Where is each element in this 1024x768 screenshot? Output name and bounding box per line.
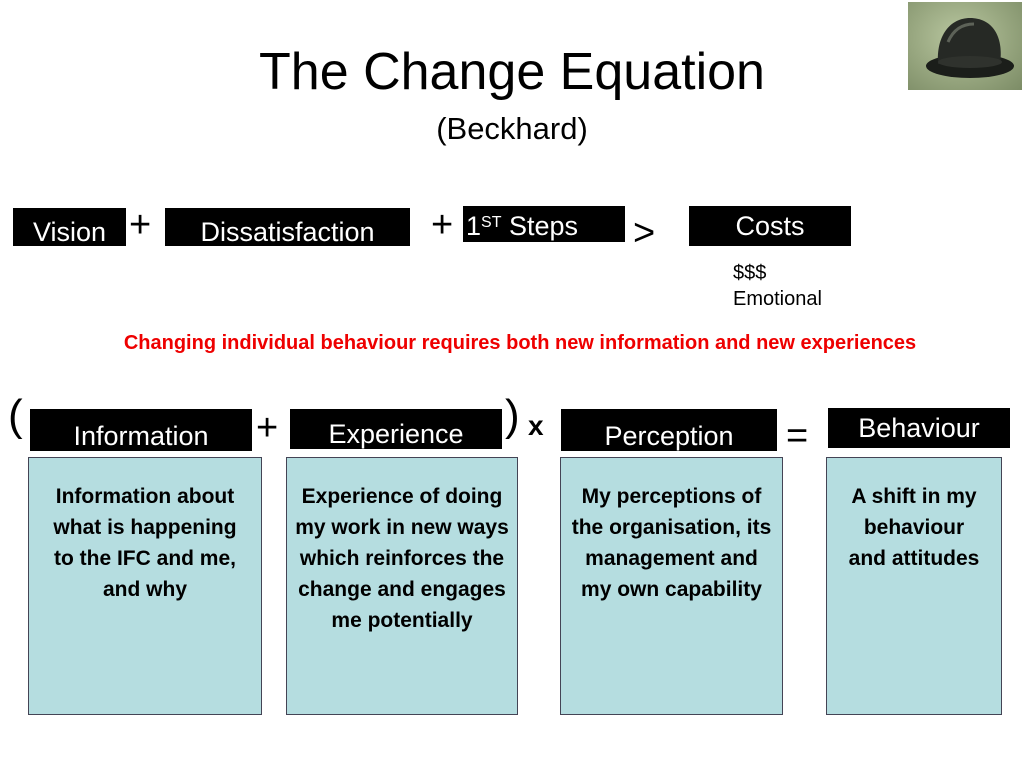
greater-than-sign: >: [633, 212, 656, 254]
key-message: Changing individual behaviour requires b…: [123, 332, 917, 354]
first-steps-superscript: ST: [481, 214, 502, 231]
equals-sign: =: [786, 415, 809, 457]
vision-label: Vision: [13, 208, 126, 247]
plus-sign: +: [256, 407, 279, 449]
plus-sign: +: [431, 204, 454, 246]
cost-item-money: $$$: [733, 262, 767, 284]
page-title: The Change Equation: [259, 43, 765, 101]
plus-sign: +: [129, 204, 152, 246]
perception-label: Perception: [561, 409, 777, 451]
perception-description: My perceptions of the organisation, its …: [560, 457, 783, 715]
experience-label: Experience: [290, 409, 502, 449]
close-parenthesis: ): [505, 391, 520, 440]
cost-item-emotional: Emotional: [733, 288, 822, 310]
information-description: Information about what is happening to t…: [28, 457, 262, 715]
information-label: Information: [30, 409, 252, 451]
bowler-hat-icon: [908, 2, 1022, 90]
dissatisfaction-label: Dissatisfaction: [165, 208, 410, 247]
first-steps-number: 1: [466, 211, 482, 241]
multiply-sign: x: [528, 410, 544, 441]
costs-label: Costs: [689, 206, 851, 246]
behaviour-label: Behaviour: [828, 408, 1010, 448]
open-parenthesis: (: [8, 391, 23, 440]
page-subtitle: (Beckhard): [436, 111, 588, 146]
first-steps-word: Steps: [501, 211, 579, 241]
behaviour-description: A shift in my behaviour and attitudes: [826, 457, 1002, 715]
first-steps-label: 1ST Steps: [463, 206, 625, 242]
experience-description: Experience of doing my work in new ways …: [286, 457, 518, 715]
